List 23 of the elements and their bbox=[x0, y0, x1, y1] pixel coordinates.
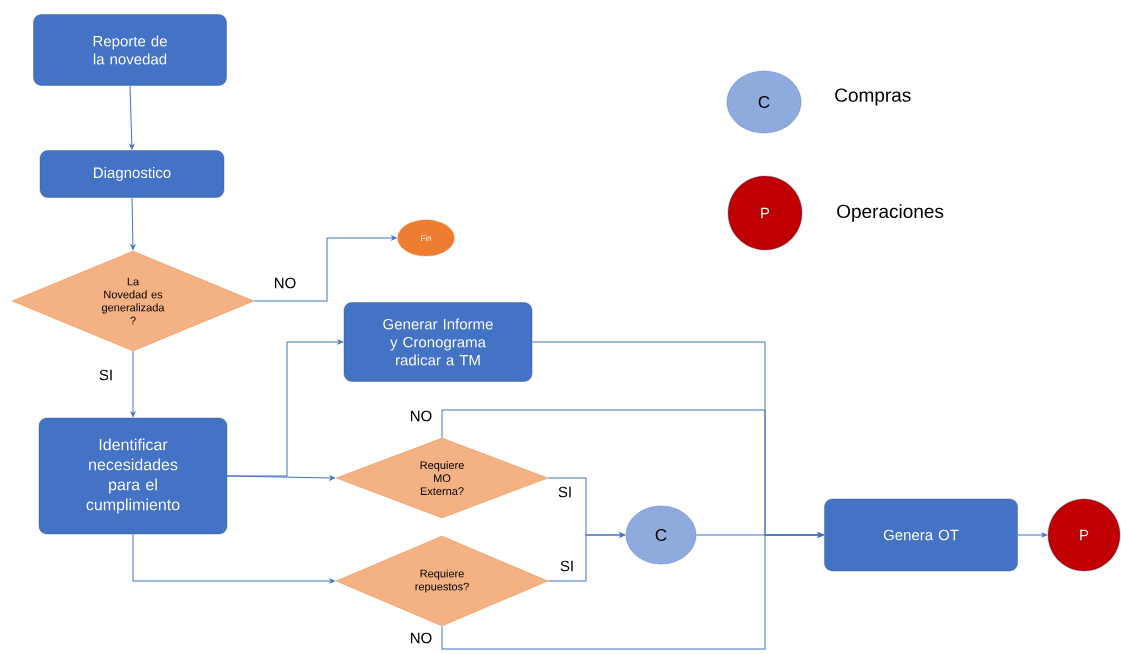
node-label: Compras bbox=[835, 88, 911, 106]
edge-label: SI bbox=[558, 559, 576, 573]
arrow bbox=[253, 235, 397, 302]
arrow bbox=[130, 350, 136, 418]
edge-label: SI bbox=[556, 485, 574, 499]
process-box: Generar Informe y Cronograma radicar a TM bbox=[343, 302, 533, 382]
process-box: Genera OT bbox=[824, 498, 1018, 572]
arrow bbox=[129, 85, 135, 150]
node-label: Operaciones bbox=[837, 204, 944, 222]
arrow bbox=[226, 475, 336, 481]
process-box: Reporte de la novedad bbox=[33, 14, 227, 86]
edge-label: SI bbox=[97, 368, 115, 382]
arrow bbox=[441, 532, 824, 650]
arrow bbox=[130, 197, 136, 251]
process-box: Diagnostico bbox=[39, 150, 225, 198]
edge-label: NO bbox=[408, 409, 434, 423]
terminal-oval: Fin bbox=[397, 219, 455, 257]
edge-label: NO bbox=[408, 631, 434, 645]
edge-label: NO bbox=[272, 276, 298, 290]
process-box: Identificar necesidades para el cumplimiento bbox=[38, 417, 228, 535]
arrow bbox=[547, 532, 626, 582]
arrow bbox=[132, 533, 336, 584]
arrow bbox=[1017, 532, 1048, 538]
